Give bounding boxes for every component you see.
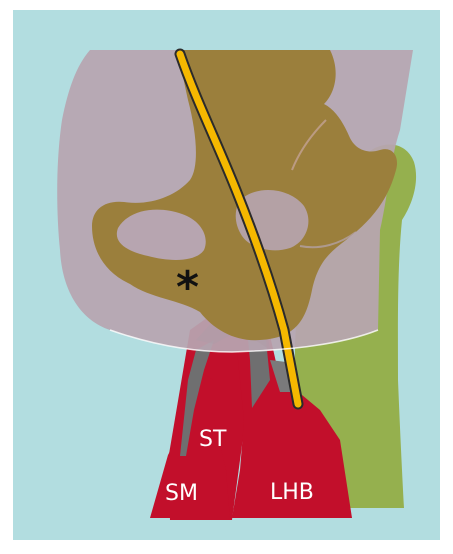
- ischial-tuberosity-asterisk: *: [176, 262, 199, 313]
- label-ST: ST: [199, 427, 227, 452]
- label-SM: SM: [165, 481, 198, 506]
- label-LHB: LHB: [270, 480, 314, 505]
